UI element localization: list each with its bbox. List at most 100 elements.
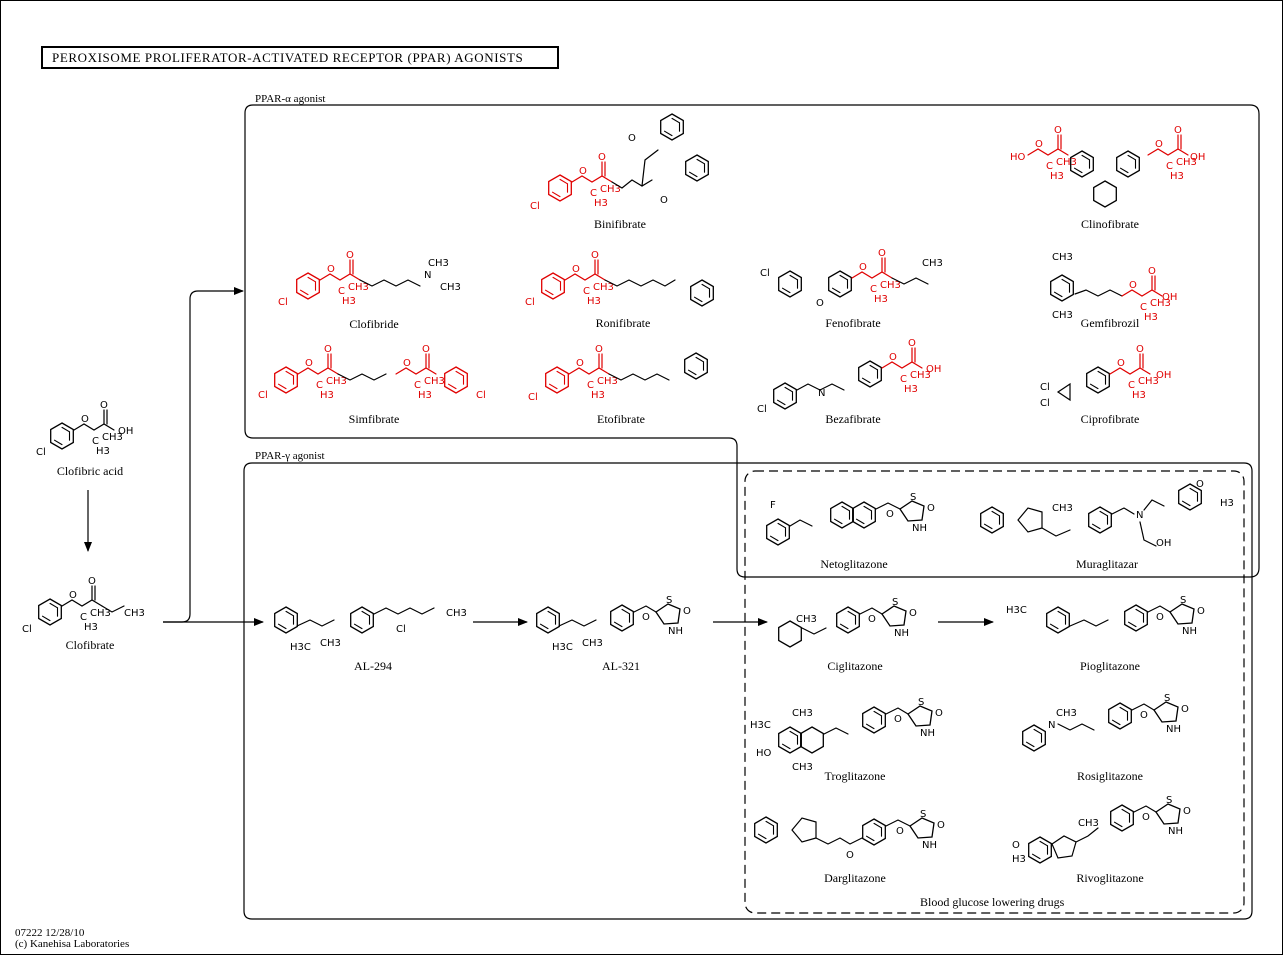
compound-binifibrate[interactable]: Binifibrate <box>594 217 646 231</box>
compound-clinofibrate[interactable]: Clinofibrate <box>1081 217 1139 231</box>
bond <box>568 367 610 375</box>
atom-label: NH <box>668 626 683 637</box>
bond <box>73 423 115 431</box>
compound-bezafibrate[interactable]: Bezafibrate <box>825 412 881 426</box>
atom-label: O <box>1181 704 1189 715</box>
atom-label: S <box>920 809 926 820</box>
compound-fenofibrate[interactable]: Fenofibrate <box>825 316 881 330</box>
cyclohexane-ring <box>800 726 824 754</box>
bond <box>885 819 911 827</box>
atom-label: H3C <box>1006 605 1027 616</box>
atom-label: O <box>1155 139 1163 150</box>
compound-al294[interactable]: AL-294 <box>354 659 392 673</box>
atom-label: O <box>1196 479 1204 490</box>
atom-label: C <box>590 188 597 199</box>
atom-label: Cl <box>1040 398 1050 409</box>
atom-label: O <box>1156 612 1164 623</box>
bond <box>571 175 613 183</box>
benzene-ring <box>38 598 62 626</box>
atom-label: C <box>1166 161 1173 172</box>
atom-label: C <box>1128 380 1135 391</box>
thiazolidinedione-ring <box>909 817 935 839</box>
compound-al321[interactable]: AL-321 <box>602 659 640 673</box>
bond <box>1131 703 1155 711</box>
atom-label: OH <box>1156 538 1171 549</box>
atom-label: CH3 <box>326 376 347 387</box>
compound-rivoglitazone[interactable]: Rivoglitazone <box>1076 871 1144 885</box>
compound-troglitazone[interactable]: Troglitazone <box>824 769 886 783</box>
atom-label: Cl <box>1040 382 1050 393</box>
atom-label: CH3 <box>424 376 445 387</box>
bond <box>815 837 863 845</box>
compound-darglitazone[interactable]: Darglitazone <box>824 871 886 885</box>
imidazole-ring <box>1051 835 1077 859</box>
compound-netoglitazone[interactable]: Netoglitazone <box>820 557 888 571</box>
benzene-ring <box>862 706 886 734</box>
atom-label: CH3 <box>1052 252 1073 263</box>
atom-label: CH3 <box>792 762 813 773</box>
atom-label: H3 <box>904 384 918 395</box>
atom-label: O <box>886 509 894 520</box>
atom-label: CH3 <box>1056 708 1077 719</box>
atom-label: O <box>1140 710 1148 721</box>
oxazole-ring <box>791 817 817 843</box>
thiazolidinedione-ring <box>907 705 933 727</box>
atom-label: H3 <box>1220 498 1234 509</box>
compound-simfibrate[interactable]: Simfibrate <box>348 412 400 426</box>
compound-ronifibrate[interactable]: Ronifibrate <box>595 316 651 330</box>
atom-label: H3C <box>552 642 573 653</box>
bond <box>1133 805 1157 813</box>
bond <box>875 502 901 510</box>
bond <box>319 273 361 281</box>
compound-ciglitazone[interactable]: Ciglitazone <box>827 659 883 673</box>
atom-label: CH3 <box>90 608 111 619</box>
atom-label: CH3 <box>597 376 618 387</box>
atom-label: N <box>1136 510 1143 521</box>
bond <box>796 383 845 391</box>
atom-label: CH3 <box>320 638 341 649</box>
bond <box>564 273 606 281</box>
atom-label: N <box>818 388 825 399</box>
atom-label: O <box>628 133 636 144</box>
atom-label: H3 <box>1132 390 1146 401</box>
benzene-ring <box>830 501 854 529</box>
compound-clofibric-acid[interactable]: Clofibric acid <box>56 464 124 478</box>
benzene-ring <box>541 272 565 300</box>
compound-gemfibrozil[interactable]: Gemfibrozil <box>1080 316 1140 330</box>
compound-rosiglitazone[interactable]: Rosiglitazone <box>1077 769 1143 783</box>
atom-label: O <box>909 608 917 619</box>
compound-clofibride[interactable]: Clofibride <box>349 317 399 331</box>
atom-label: Cl <box>258 390 268 401</box>
atom-label: O <box>868 614 876 625</box>
benzene-ring <box>1022 724 1046 752</box>
compound-ciprofibrate[interactable]: Ciprofibrate <box>1080 412 1140 426</box>
compound-etofibrate[interactable]: Etofibrate <box>597 412 645 426</box>
benzene-ring <box>773 382 797 410</box>
atom-label: C <box>316 380 323 391</box>
atom-label: CH3 <box>1056 157 1077 168</box>
atom-label: Cl <box>525 297 535 308</box>
atom-label: H3 <box>84 622 98 633</box>
atom-label: Cl <box>757 404 767 415</box>
ppar-gamma-label: PPAR-γ agonist <box>255 450 325 462</box>
atom-label: CH3 <box>102 432 123 443</box>
atom-label: CH3 <box>1138 376 1159 387</box>
atom-label: H3 <box>320 390 334 401</box>
atom-label: CH3 <box>796 614 817 625</box>
compound-muraglitazar[interactable]: Muraglitazar <box>1076 557 1138 571</box>
title-box <box>41 46 559 69</box>
compound-pioglitazone[interactable]: Pioglitazone <box>1080 659 1140 673</box>
bond <box>1121 289 1163 297</box>
bond <box>101 605 125 613</box>
atom-label: NH <box>922 840 937 851</box>
atom-label: O <box>324 344 332 355</box>
atom-label: CH3 <box>446 608 467 619</box>
cyclopropane-ring <box>1056 382 1071 402</box>
compound-clofibrate[interactable]: Clofibrate <box>65 638 115 652</box>
atom-label: CH3 <box>428 258 449 269</box>
